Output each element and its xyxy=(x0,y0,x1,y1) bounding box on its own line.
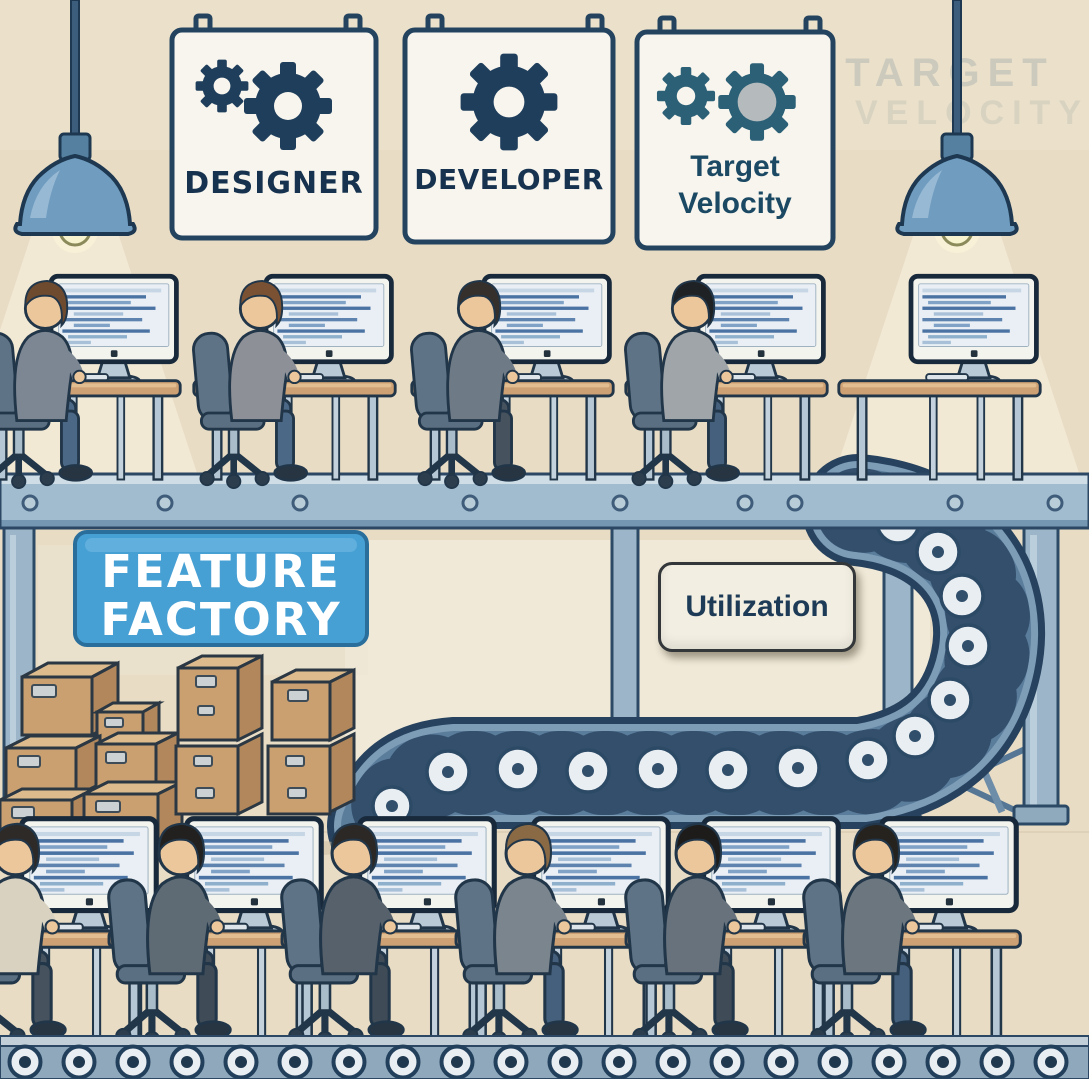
box xyxy=(4,733,102,799)
developer-sign-label: DEVELOPER xyxy=(414,162,604,196)
box xyxy=(91,700,165,747)
bottom-conveyor xyxy=(0,1035,1089,1079)
target-velocity-sign-label: Target Velocity xyxy=(637,142,833,228)
feature-factory-line2: FACTORY xyxy=(100,593,342,646)
ghost-wall-text-line2: VELOCITY xyxy=(855,94,1089,132)
target-velocity-line2: Velocity xyxy=(678,187,792,220)
designer-sign xyxy=(169,16,379,241)
box xyxy=(270,667,356,743)
designer-sign-label: DESIGNER xyxy=(184,165,364,201)
ghost-wall-text-line1: TARGET xyxy=(845,51,1054,95)
box xyxy=(176,653,264,743)
conveyor-belt xyxy=(327,454,1046,882)
target-velocity-line1: Target xyxy=(690,150,780,183)
box xyxy=(266,731,356,816)
platform-beam xyxy=(0,472,1089,530)
box xyxy=(174,731,264,817)
utilization-badge: Utilization xyxy=(658,562,856,652)
feature-factory-sign-label: FEATURE FACTORY xyxy=(75,546,367,646)
gear-icon xyxy=(460,53,558,151)
feature-factory-sign-panel xyxy=(73,530,369,647)
target-velocity-sign xyxy=(634,18,836,251)
feature-factory-line1: FEATURE xyxy=(101,545,341,598)
developer-sign xyxy=(402,16,616,245)
